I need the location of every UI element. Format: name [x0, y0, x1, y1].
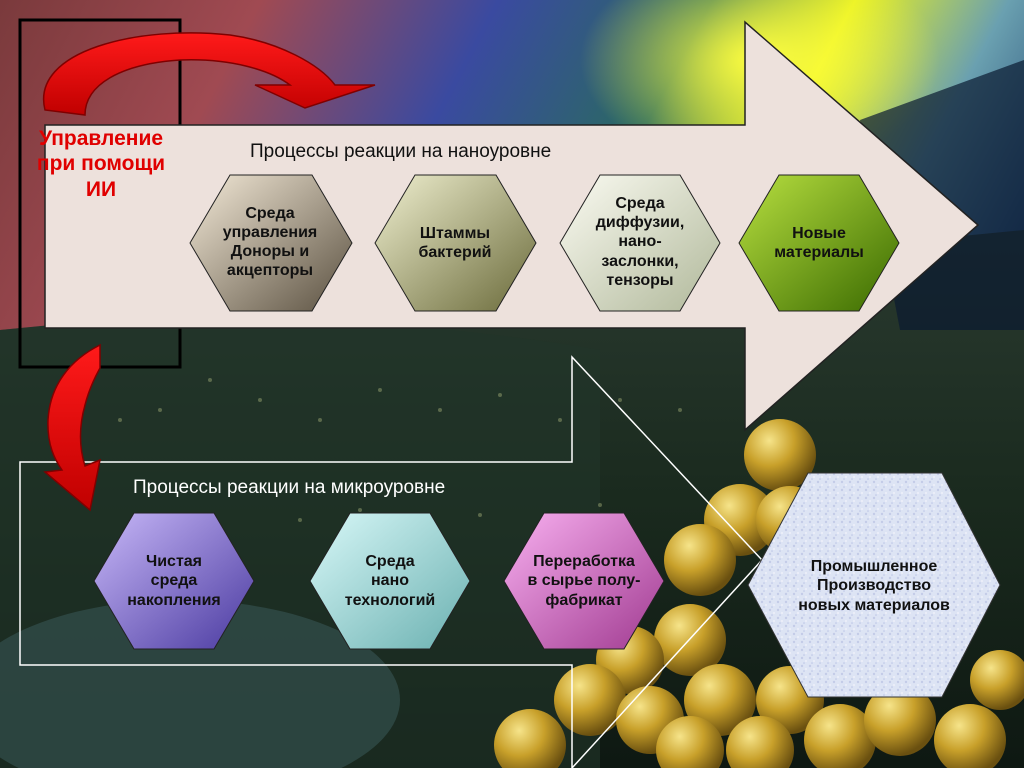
nano-hexagon-3 [559, 174, 721, 312]
nano-hexagon-2 [374, 174, 537, 312]
micro-hexagon-3 [503, 512, 665, 650]
result-label: Промышленное Производство новых материал… [798, 558, 950, 614]
curved-arrow-top [42, 32, 376, 116]
micro-step-3-label: Переработка в сырье полу- фабрикат [527, 553, 641, 609]
nano-title: Процессы реакции на наноуровне [250, 140, 552, 162]
micro-hexagon-1 [93, 512, 255, 650]
nano-step-2-label: Штаммы бактерий [418, 224, 492, 261]
micro-title: Процессы реакции на микроуровне [133, 476, 446, 498]
micro-step-1-label: Чистая среда накопления [127, 553, 221, 609]
nano-hexagon-1 [189, 174, 353, 312]
result-hexagon [747, 472, 1001, 698]
ai-control-label: Управление при помощи ИИ [36, 127, 166, 201]
micro-hexagon-2 [309, 512, 471, 650]
nano-step-1-label: Среда управления Доноры и акцепторы [222, 204, 318, 280]
micro-step-2-label: Среда нано технологий [344, 553, 436, 609]
nano-step-3-label: Среда диффузии, нано- заслонки, тензоры [595, 195, 685, 289]
micro-process-arrow [19, 355, 764, 768]
nano-step-4-label: Новые материалы [774, 224, 864, 261]
nano-hexagon-4 [738, 174, 900, 312]
curved-arrow-down [43, 343, 102, 512]
